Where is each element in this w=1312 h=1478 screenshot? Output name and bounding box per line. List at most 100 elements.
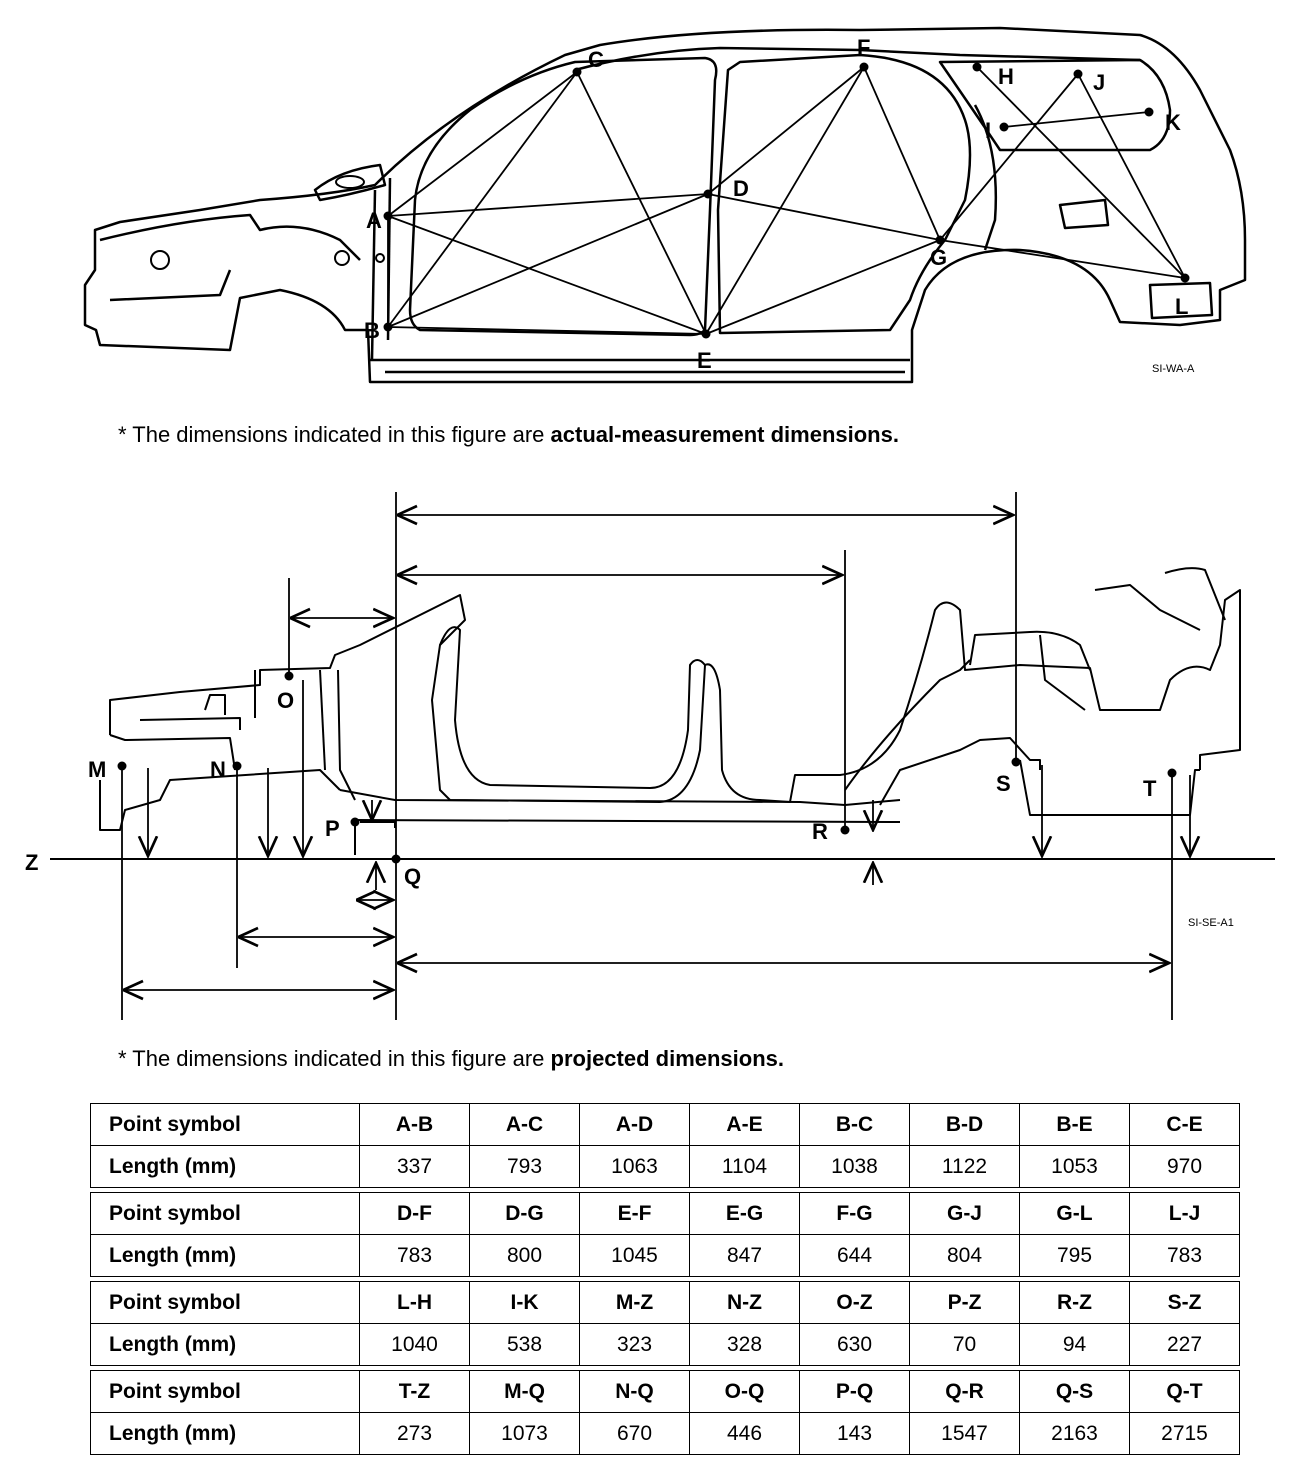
point-p-dot [350,817,360,827]
point-label-p: P [325,816,340,841]
table-row: Point symbol T-Z M-Q N-Q O-Q P-Q Q-R Q-S… [90,1370,1240,1413]
point-symbol-header: Point symbol [90,1192,360,1235]
length-cell: 1040 [359,1323,470,1366]
point-i-dot [999,122,1009,132]
table-row: Length (mm) 337 793 1063 1104 1038 1122 … [90,1145,1240,1188]
point-symbol-cell: E-F [579,1192,690,1235]
length-cell: 847 [689,1234,800,1277]
point-symbol-cell: N-Q [579,1370,690,1413]
figure1-code: SI-WA-A [1152,363,1195,375]
length-header: Length (mm) [90,1145,360,1188]
point-c-dot [572,67,582,77]
table-row: Point symbol L-H I-K M-Z N-Z O-Z P-Z R-Z… [90,1281,1240,1324]
dimension-table-1: Point symbol A-B A-C A-D A-E B-C B-D B-E… [90,1103,1240,1188]
point-label-d: D [733,176,749,201]
point-label-m: M [88,757,106,782]
point-r-dot [840,825,850,835]
length-cell: 2715 [1129,1412,1240,1455]
point-symbol-cell: B-E [1019,1103,1130,1146]
length-cell: 2163 [1019,1412,1130,1455]
note-projected: * The dimensions indicated in this figur… [118,1046,785,1071]
projection-points [117,671,1177,864]
length-cell: 1104 [689,1145,800,1188]
point-label-j: J [1093,70,1105,95]
length-cell: 323 [579,1323,690,1366]
underbody-outline [99,567,1241,855]
point-label-f: F [857,35,870,60]
point-m-dot [117,761,127,771]
table-row: Point symbol D-F D-G E-F E-G F-G G-J G-L… [90,1192,1240,1235]
point-label-e: E [697,348,712,373]
point-label-b: B [364,318,380,343]
point-label-g: G [930,245,947,270]
projected-dimensions-diagram: M N O P Q R S T Z SI-SE-A1 [25,492,1275,1020]
point-label-n: N [210,757,226,782]
length-cell: 783 [1129,1234,1240,1277]
length-cell: 970 [1129,1145,1240,1188]
point-symbol-cell: A-E [689,1103,800,1146]
length-cell: 1073 [469,1412,580,1455]
point-symbol-header: Point symbol [90,1370,360,1413]
point-label-o: O [277,688,294,713]
length-cell: 94 [1019,1323,1130,1366]
point-h-dot [972,62,982,72]
length-cell: 227 [1129,1323,1240,1366]
point-symbol-cell: A-C [469,1103,580,1146]
point-label-l: L [1175,294,1188,319]
point-o-dot [284,671,294,681]
point-symbol-header: Point symbol [90,1103,360,1146]
point-symbol-cell: S-Z [1129,1281,1240,1324]
note-actual-measurement: * The dimensions indicated in this figur… [118,422,899,447]
length-cell: 273 [359,1412,470,1455]
point-a-dot [383,211,393,221]
point-symbol-cell: D-G [469,1192,580,1235]
reference-lines [121,492,1173,1020]
detail-holes [150,175,385,270]
length-cell: 70 [909,1323,1020,1366]
point-symbol-cell: R-Z [1019,1281,1130,1324]
dimension-tables: Point symbol A-B A-C A-D A-E B-C B-D B-E… [90,1103,1240,1459]
dimension-arrows [125,515,1190,990]
point-e-dot [701,329,711,339]
point-symbol-cell: Q-S [1019,1370,1130,1413]
point-symbol-cell: Q-R [909,1370,1020,1413]
point-n-dot [232,761,242,771]
length-cell: 1053 [1019,1145,1130,1188]
length-cell: 143 [799,1412,910,1455]
dimension-table-2: Point symbol D-F D-G E-F E-G F-G G-J G-L… [90,1192,1240,1277]
point-symbol-cell: O-Q [689,1370,800,1413]
table-row: Length (mm) 1040 538 323 328 630 70 94 2… [90,1323,1240,1366]
length-cell: 630 [799,1323,910,1366]
length-header: Length (mm) [90,1234,360,1277]
point-symbol-cell: G-L [1019,1192,1130,1235]
body-side-diagram: A B C D E F G H I J K L SI-WA-A [83,26,1247,384]
point-d-dot [703,189,713,199]
projection-point-labels: M N O P Q R S T Z [25,688,1157,889]
length-header: Length (mm) [90,1323,360,1366]
point-symbol-cell: A-D [579,1103,690,1146]
table-row: Length (mm) 783 800 1045 847 644 804 795… [90,1234,1240,1277]
point-symbol-cell: P-Q [799,1370,910,1413]
dimension-table-3: Point symbol L-H I-K M-Z N-Z O-Z P-Z R-Z… [90,1281,1240,1366]
length-cell: 795 [1019,1234,1130,1277]
point-label-r: R [812,819,828,844]
point-s-dot [1011,757,1021,767]
point-symbol-cell: A-B [359,1103,470,1146]
length-header: Length (mm) [90,1412,360,1455]
point-b-dot [383,322,393,332]
length-cell: 804 [909,1234,1020,1277]
point-symbol-cell: E-G [689,1192,800,1235]
measurement-lines [387,66,1186,335]
point-j-dot [1073,69,1083,79]
length-cell: 328 [689,1323,800,1366]
point-symbol-cell: F-G [799,1192,910,1235]
point-labels: A B C D E F G H I J K L [364,35,1188,373]
point-q-dot [391,854,401,864]
length-cell: 1122 [909,1145,1020,1188]
point-symbol-cell: L-H [359,1281,470,1324]
length-cell: 337 [359,1145,470,1188]
point-label-c: C [588,47,604,72]
length-cell: 644 [799,1234,910,1277]
point-t-dot [1167,768,1177,778]
point-symbol-cell: D-F [359,1192,470,1235]
